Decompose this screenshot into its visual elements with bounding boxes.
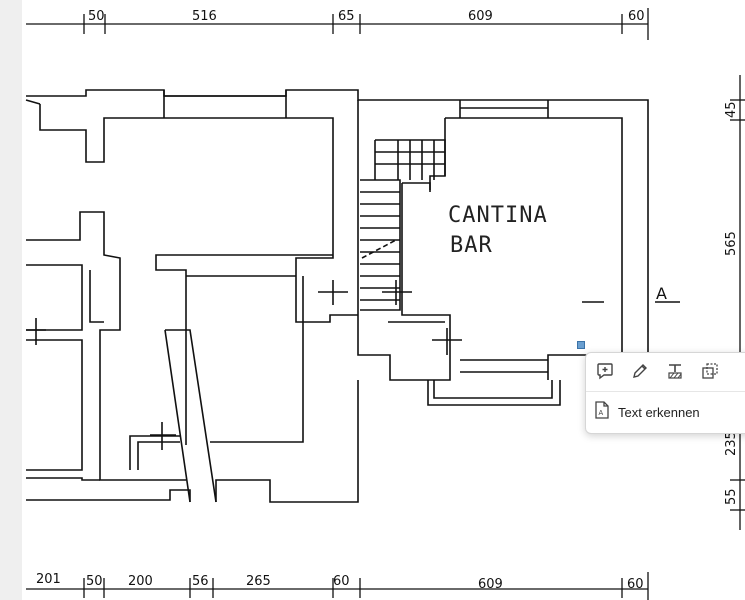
room-label-bar: BAR (450, 233, 493, 258)
text-strikeout-icon[interactable] (664, 360, 686, 382)
selection-handle[interactable] (577, 341, 585, 349)
svg-text:A: A (599, 410, 604, 417)
bottom-dimension-line (26, 572, 649, 600)
bottom-dim-3: 200 (128, 574, 153, 589)
text-document-icon: A (594, 401, 610, 423)
top-dim-4: 609 (468, 9, 493, 24)
bottom-dim-6: 60 (333, 574, 350, 589)
recognize-text-label: Text erkennen (618, 404, 700, 420)
popup-divider (586, 391, 745, 392)
top-dim-2: 516 (192, 9, 217, 24)
bottom-dim-1: 201 (36, 572, 61, 587)
pen-icon[interactable] (629, 360, 651, 382)
annotation-toolbar (586, 353, 745, 387)
right-dim-1: 45 (724, 101, 739, 118)
bottom-dim-4: 56 (192, 574, 209, 589)
bottom-dim-7: 609 (478, 577, 503, 592)
section-marker: A (656, 284, 667, 303)
walls (25, 89, 680, 503)
right-dim-3: 235 (724, 431, 739, 456)
bottom-dim-2: 50 (86, 574, 103, 589)
top-dim-1: 50 (88, 9, 105, 24)
top-dim-5: 60 (628, 9, 645, 24)
recognize-text-button[interactable]: A Text erkennen (594, 399, 744, 425)
area-select-icon[interactable] (699, 360, 721, 382)
annotation-popup: A Text erkennen (585, 352, 745, 434)
right-dim-4: 55 (724, 488, 739, 505)
bottom-dim-8: 60 (627, 577, 644, 592)
bottom-dim-5: 265 (246, 574, 271, 589)
add-comment-icon[interactable] (594, 360, 616, 382)
top-dimension-line (26, 8, 649, 40)
top-dim-3: 65 (338, 9, 355, 24)
room-label-cantina: CANTINA (448, 203, 548, 228)
right-dim-2: 565 (724, 231, 739, 256)
